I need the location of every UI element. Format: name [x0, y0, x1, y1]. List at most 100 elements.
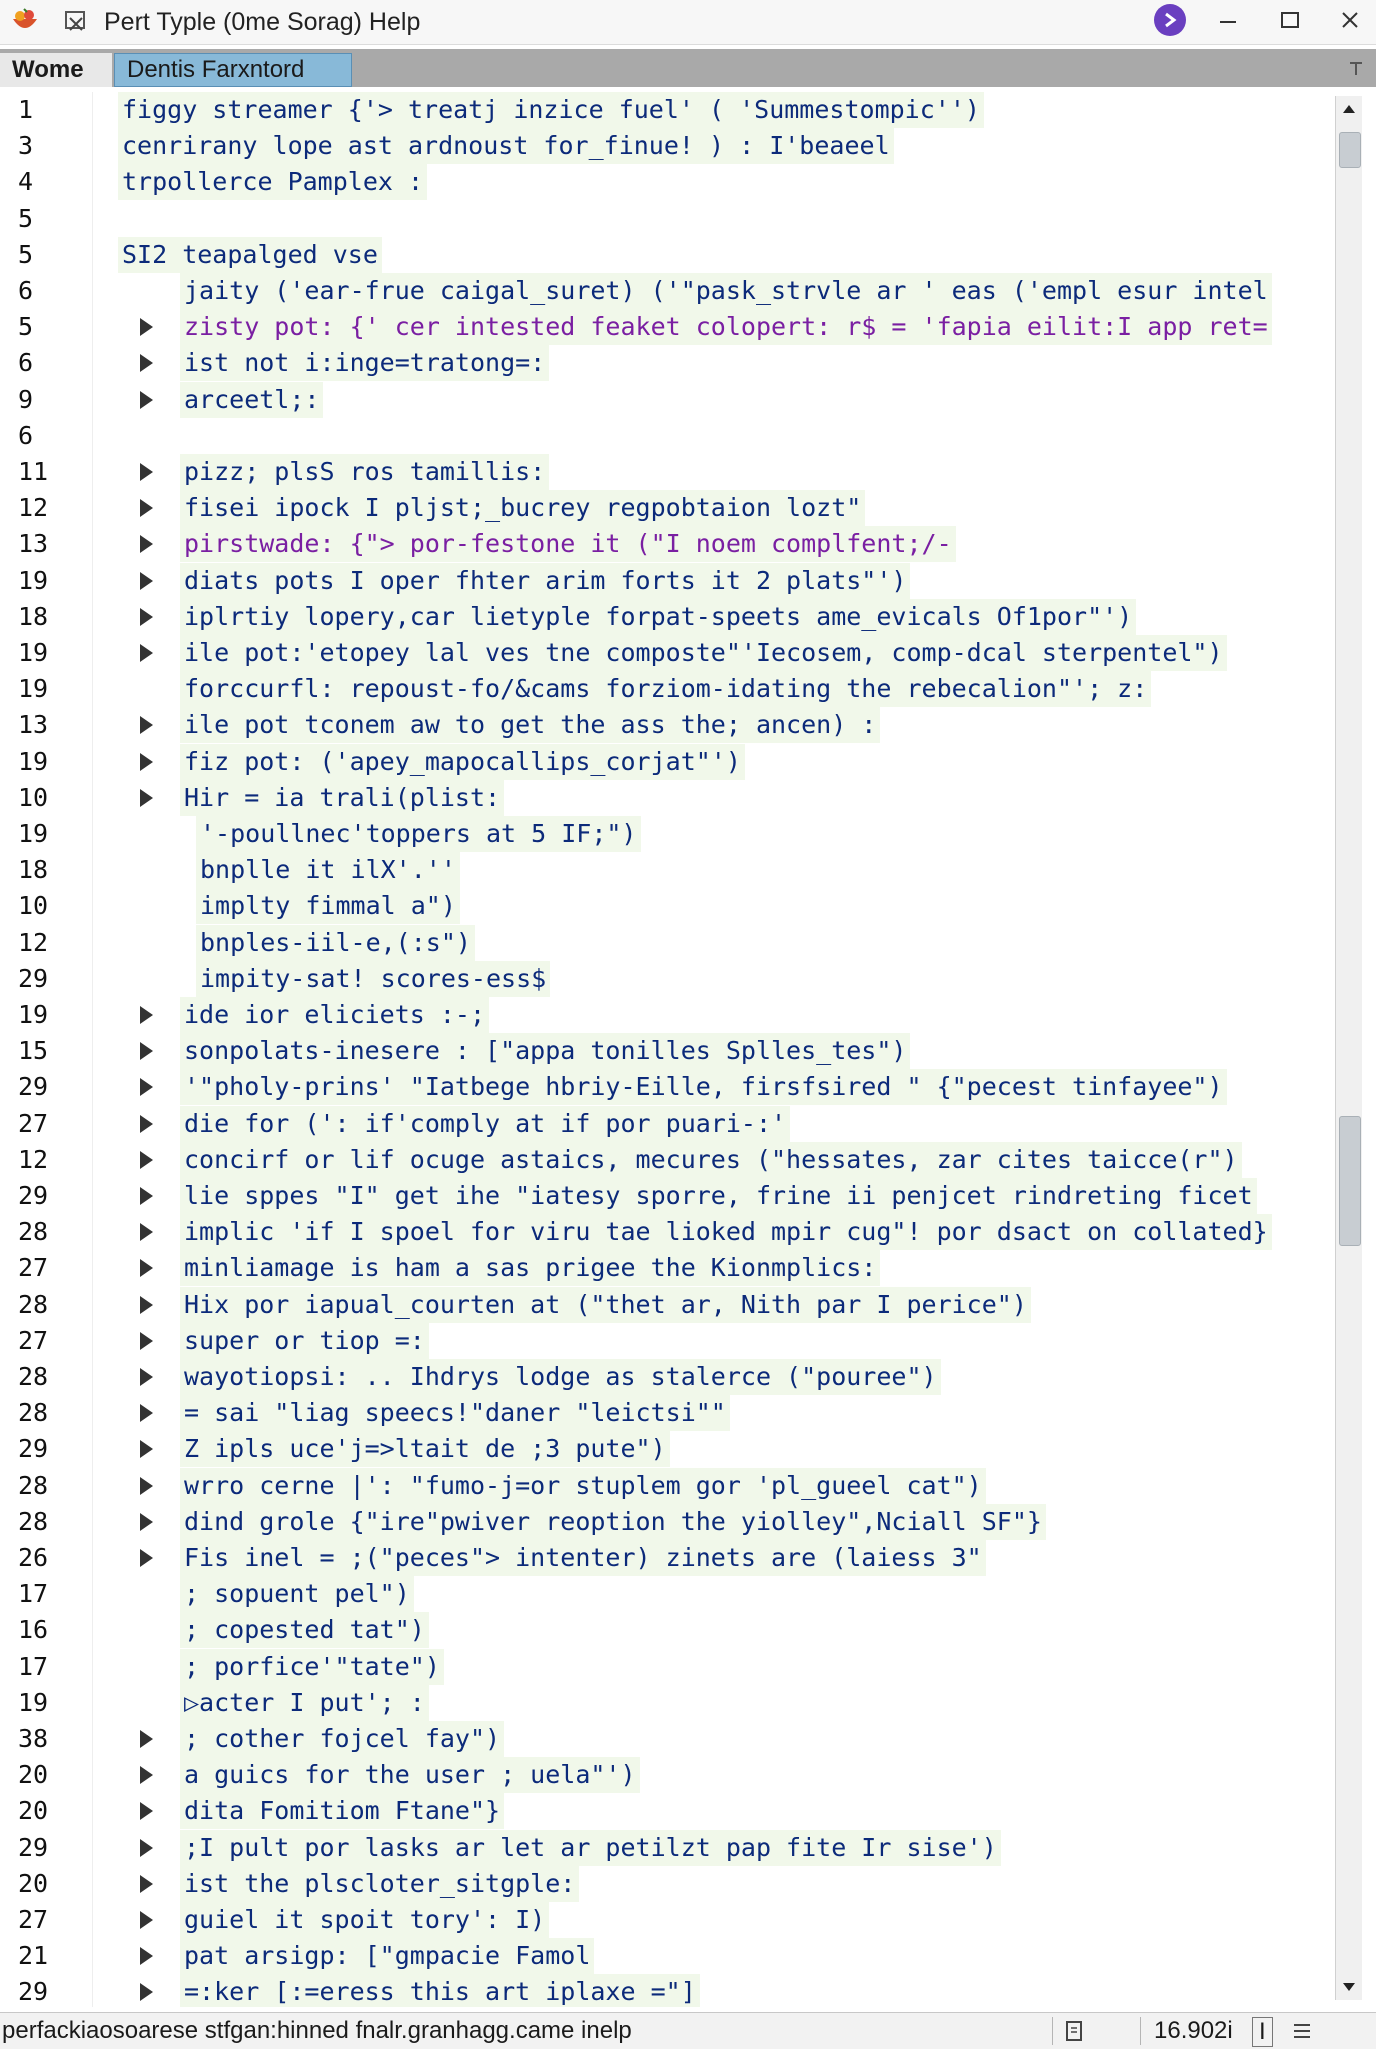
fold-arrow-icon[interactable] [140, 318, 153, 337]
code-line[interactable]: 29'"pholy-prins' "Iatbege hbriy-Eille, f… [0, 1069, 1336, 1106]
fold-arrow-icon[interactable] [140, 1187, 153, 1205]
fold-arrow-icon[interactable] [140, 1078, 153, 1097]
code-line[interactable]: 38; cother fojcel fay") [0, 1721, 1336, 1757]
fold-arrow-icon[interactable] [140, 1259, 153, 1278]
tab-wome[interactable]: Wome [0, 53, 112, 87]
fold-arrow-icon[interactable] [140, 571, 153, 590]
fold-arrow-icon[interactable] [140, 354, 153, 373]
fold-arrow-icon[interactable] [140, 1512, 153, 1531]
fold-arrow-icon[interactable] [140, 1874, 153, 1893]
fold-arrow-icon[interactable] [140, 1911, 153, 1929]
scroll-down-button[interactable] [1336, 1974, 1362, 2000]
fold-arrow-icon[interactable] [140, 1006, 153, 1024]
fold-arrow-icon[interactable] [140, 1042, 153, 1061]
fold-arrow-icon[interactable] [140, 1766, 153, 1785]
cursor-position[interactable]: 16.902i [1154, 2017, 1233, 2044]
fold-arrow-icon[interactable] [140, 644, 153, 662]
fold-arrow-icon[interactable] [140, 1223, 153, 1242]
fold-arrow-icon[interactable] [140, 752, 153, 771]
page-icon[interactable] [1062, 2019, 1086, 2043]
code-line[interactable]: 6 [0, 418, 1336, 454]
tab-dentis-farxntord[interactable]: Dentis Farxntord [114, 53, 352, 87]
fold-arrow-icon[interactable] [140, 1114, 153, 1133]
fold-arrow-icon[interactable] [140, 463, 153, 481]
scroll-thumb[interactable] [1339, 1116, 1361, 1246]
code-line[interactable]: 17; sopuent pel") [0, 1576, 1336, 1613]
circle-arrow-icon[interactable] [1154, 4, 1186, 36]
fold-arrow-icon[interactable] [140, 1404, 153, 1423]
code-line[interactable]: 17; porfice'"tate") [0, 1648, 1336, 1685]
fold-arrow-icon[interactable] [140, 1476, 153, 1495]
tab-menu-icon[interactable] [1346, 59, 1366, 79]
minimize-button[interactable] [1208, 2, 1248, 38]
close-button[interactable] [1330, 2, 1370, 38]
fold-arrow-icon[interactable] [140, 1802, 153, 1821]
scroll-up-button[interactable] [1336, 96, 1362, 122]
fold-arrow-icon[interactable] [140, 390, 153, 409]
fold-arrow-icon[interactable] [140, 1150, 153, 1169]
fold-arrow-icon[interactable] [140, 1295, 153, 1314]
code-line[interactable]: 16; copested tat") [0, 1612, 1336, 1649]
fold-arrow-icon[interactable] [140, 1838, 153, 1857]
list-icon[interactable] [1290, 2019, 1314, 2043]
vertical-scrollbar[interactable] [1335, 96, 1362, 2000]
insert-mode-indicator[interactable]: I [1252, 2017, 1273, 2047]
fold-arrow-icon[interactable] [140, 788, 153, 807]
fold-arrow-icon[interactable] [140, 1440, 153, 1459]
fold-arrow-icon[interactable] [140, 1730, 153, 1748]
code-line[interactable]: 29;I pult por lasks ar let ar petilzt pa… [0, 1829, 1336, 1866]
fold-arrow-icon[interactable] [140, 1331, 153, 1350]
code-line[interactable]: 28= sai "liag speecs!"daner "leictsi"" [0, 1395, 1336, 1432]
scroll-thumb-top[interactable] [1339, 132, 1361, 168]
code-line[interactable]: 5 [0, 201, 1336, 237]
fold-arrow-icon[interactable] [140, 535, 153, 554]
maximize-button[interactable] [1270, 2, 1310, 38]
fold-arrow-icon[interactable] [140, 1549, 153, 1567]
fruit-basket-icon[interactable] [10, 6, 40, 36]
code-line[interactable]: 19'-poullnec'toppers at 5 IF;") [0, 816, 1336, 852]
code-line[interactable]: 19▷acter I put'; : [0, 1684, 1336, 1721]
fold-arrow-icon[interactable] [140, 716, 153, 735]
code-line[interactable]: 29=:ker [:=eress this art iplaxe ="] [0, 1974, 1336, 2007]
fold-arrow-icon[interactable] [140, 499, 153, 518]
